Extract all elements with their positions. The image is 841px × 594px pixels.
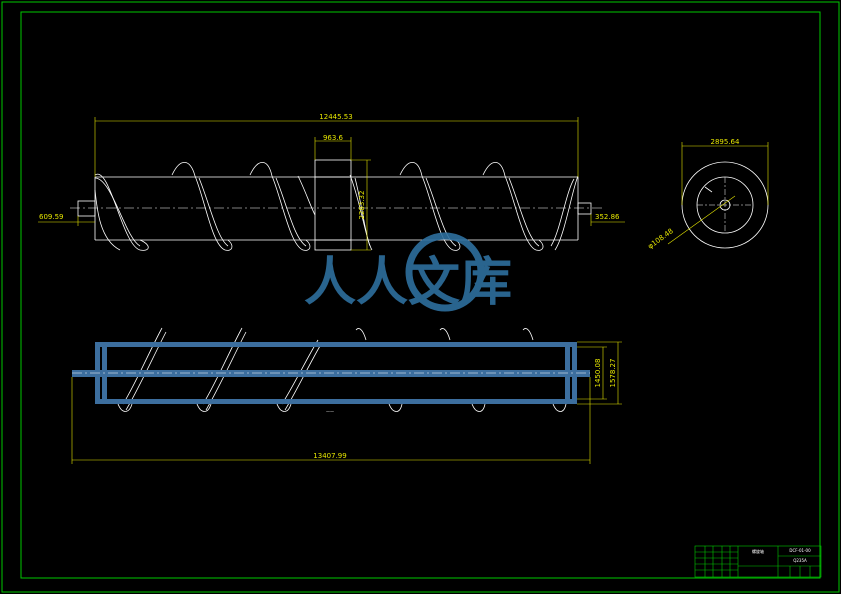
helix-flights <box>94 161 579 251</box>
watermark-ring <box>405 232 485 312</box>
title-block-material: Q235A <box>793 558 807 563</box>
dim-inner-height: 1450.08 <box>594 359 602 388</box>
section-helix-flights <box>117 327 567 412</box>
dim-shaft-diameter: φ108.48 <box>646 227 674 251</box>
dim-outer-diameter: 2895.64 <box>711 138 740 146</box>
dim-flight-diameter: 2283.32 <box>358 191 366 220</box>
section-center-mark: —— <box>326 409 334 414</box>
top-view-dimensions <box>38 117 625 251</box>
dim-flight-pitch: 963.6 <box>323 134 344 142</box>
dim-right-shaft-end: 352.86 <box>595 213 620 221</box>
title-block-drawing-number: DCF-01-00 <box>789 548 811 553</box>
top-view <box>70 159 605 251</box>
title-block <box>694 545 822 578</box>
dim-left-shaft-end: 609.59 <box>39 213 64 221</box>
dim-outer-height: 1578.27 <box>609 359 617 388</box>
end-view-dimensions <box>667 142 769 245</box>
inner-frame <box>20 11 821 579</box>
watermark-text: 人人文库 <box>304 253 512 313</box>
title-block-drawing-name: 螺旋轴 <box>752 548 764 554</box>
section-dimensions <box>71 341 622 464</box>
end-view <box>681 161 769 249</box>
watermark: 人人文库 <box>304 232 512 313</box>
section-view <box>72 327 590 412</box>
dim-section-length: 13407.99 <box>313 452 346 460</box>
dim-overall-length: 12445.53 <box>319 113 352 121</box>
